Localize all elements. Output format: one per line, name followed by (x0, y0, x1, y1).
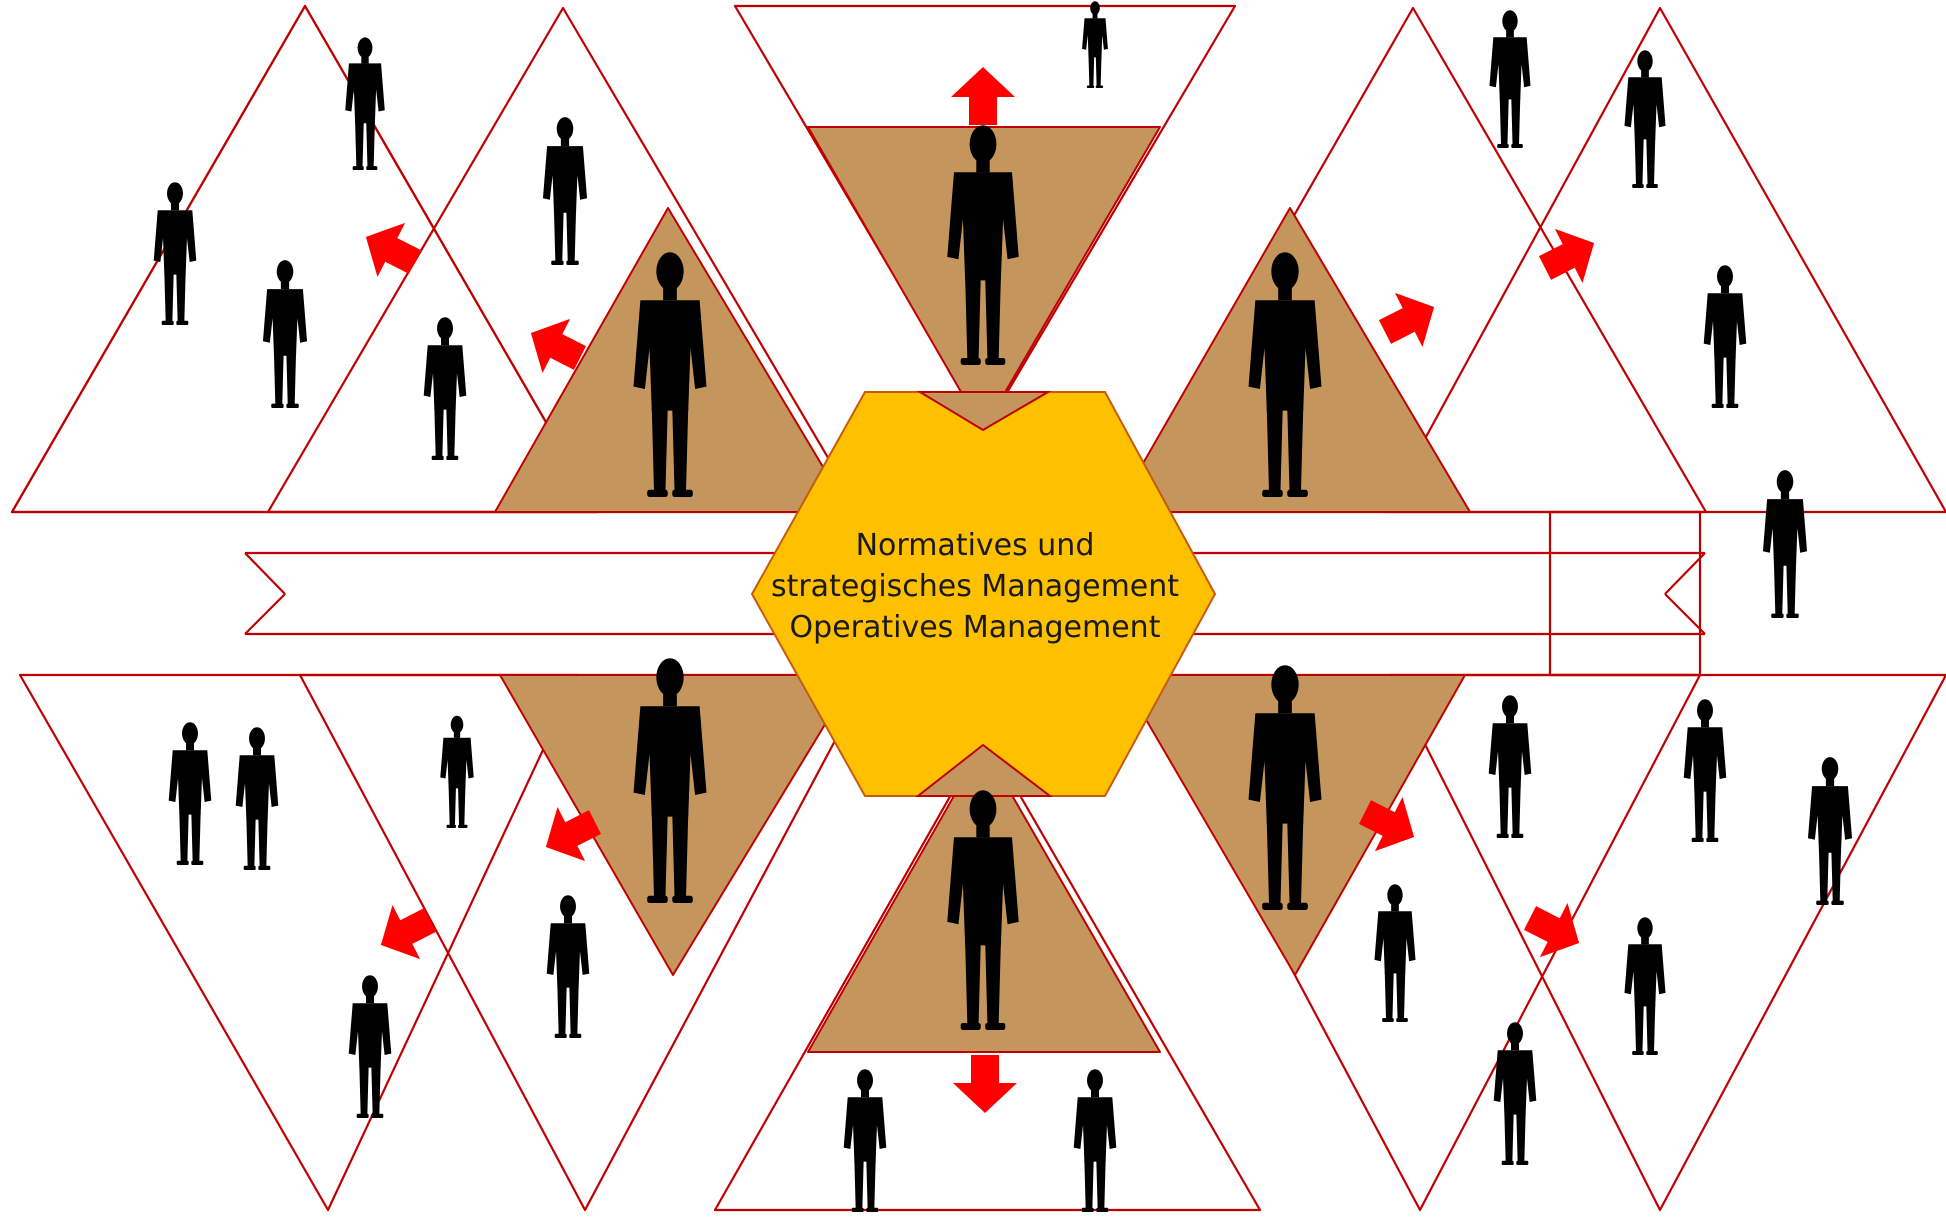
person-silhouette-icon (1489, 10, 1531, 148)
person-silhouette-icon (1488, 695, 1532, 838)
person-silhouette-icon (843, 1069, 887, 1212)
person-silhouette-icon (345, 37, 385, 170)
outline-triangle (1383, 6, 1946, 514)
arrow-icon (953, 1055, 1017, 1113)
band-line (244, 593, 286, 635)
center-label: Normatives und strategisches Management … (740, 525, 1210, 648)
arrow-icon (352, 209, 429, 290)
person-silhouette-icon (542, 117, 588, 265)
band-line (1664, 552, 1706, 595)
outline-triangle (10, 4, 600, 514)
person-silhouette-icon (1374, 884, 1416, 1022)
band-line (244, 552, 286, 595)
person-silhouette-icon (235, 727, 279, 870)
outline-triangle (713, 733, 1262, 1212)
person-silhouette-icon (262, 260, 308, 408)
person-silhouette-icon (1683, 699, 1727, 842)
person-silhouette-icon (546, 895, 590, 1038)
outline-triangle (10, 4, 600, 514)
center-label-line-1: Normatives und (855, 528, 1095, 563)
center-hexagon (750, 391, 1217, 797)
arrow-icon (1531, 215, 1608, 296)
person-silhouette-icon (348, 975, 392, 1118)
brown-triangle-tip-top (916, 391, 1052, 432)
person-silhouette-icon (423, 317, 467, 460)
person-silhouette-icon (440, 715, 474, 828)
arrow-icon (367, 892, 444, 973)
outline-triangle (1548, 510, 1702, 677)
center-label-line-3: Operatives Management (789, 610, 1161, 645)
outline-triangle (1388, 673, 1946, 1212)
person-silhouette-icon (1082, 1, 1108, 89)
band-line (1664, 593, 1706, 635)
person-silhouette-icon (1703, 265, 1747, 408)
center-label-line-2: strategisches Management (770, 569, 1180, 604)
arrow-icon (1371, 279, 1448, 360)
person-silhouette-icon (1624, 50, 1666, 188)
person-silhouette-icon (1073, 1069, 1117, 1212)
outline-triangle (18, 673, 580, 1212)
person-silhouette-icon (1493, 1022, 1537, 1165)
person-silhouette-icon (1624, 917, 1666, 1055)
person-silhouette-icon (1762, 470, 1808, 618)
person-silhouette-icon (1807, 757, 1853, 905)
person-silhouette-icon (168, 722, 212, 865)
center-hexagon-group (750, 391, 1217, 797)
arrow-icon (951, 67, 1015, 125)
